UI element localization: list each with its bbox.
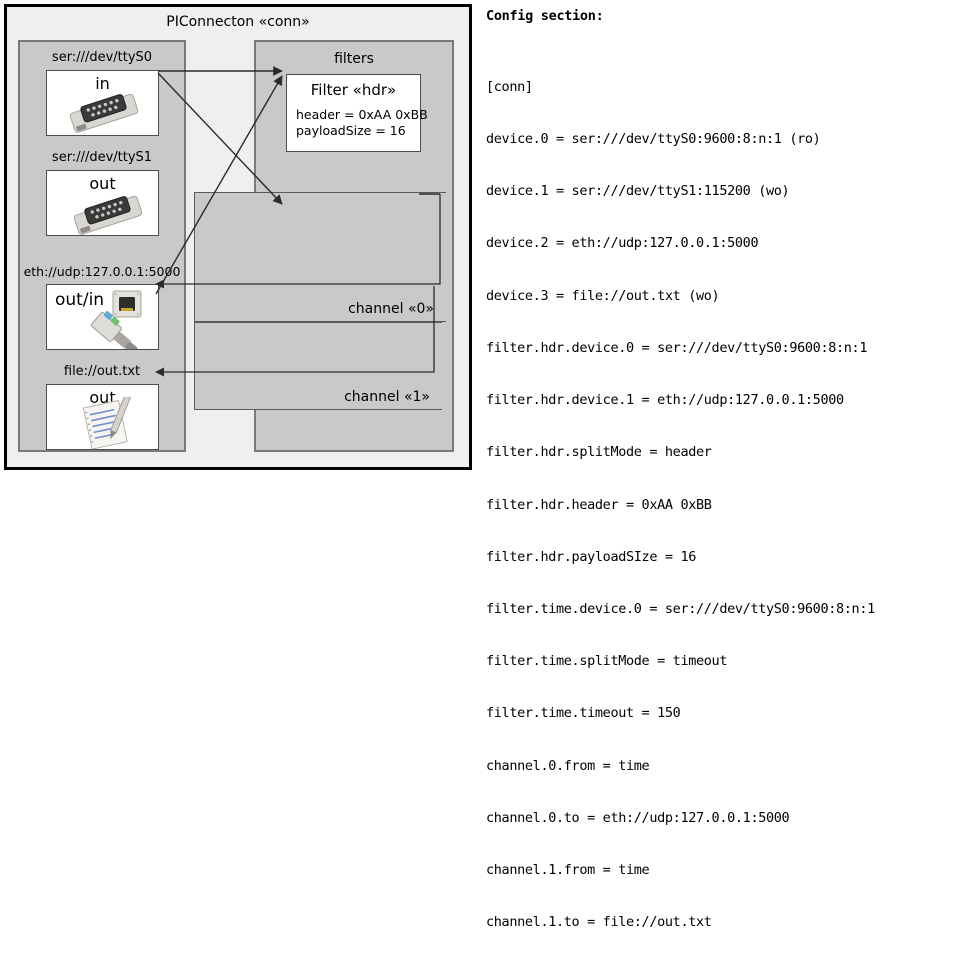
filter-prop: header = 0xAA 0xBB: [296, 107, 428, 123]
channel-label-1: channel «1»: [344, 389, 430, 405]
config-line: filter.time.timeout = 150: [486, 705, 875, 722]
filters-panel: filters Filter «hdr» header = 0xAA 0xBB …: [254, 40, 454, 452]
channel-box-0[interactable]: channel «0»: [194, 192, 446, 322]
config-line: channel.1.to = file://out.txt: [486, 914, 875, 931]
config-line: device.1 = ser:///dev/ttyS1:115200 (wo): [486, 183, 875, 200]
ethernet-plug-icon: [65, 287, 155, 349]
connection-diagram: PIConnecton «conn» ser:///dev/ttyS0 in: [4, 4, 472, 470]
config-line: filter.hdr.device.1 = eth://udp:127.0.0.…: [486, 392, 875, 409]
config-line: channel.0.to = eth://udp:127.0.0.1:5000: [486, 810, 875, 827]
channel-label-0: channel «0»: [348, 301, 434, 317]
device-io-ttyS1: out: [47, 174, 158, 193]
config-line: device.0 = ser:///dev/ttyS0:9600:8:n:1 (…: [486, 131, 875, 148]
config-heading: Config section:: [486, 8, 603, 24]
config-text-block: [conn] device.0 = ser:///dev/ttyS0:9600:…: [486, 44, 875, 967]
text-file-icon: [69, 397, 149, 449]
config-line: filter.hdr.payloadSIze = 16: [486, 549, 875, 566]
config-line: filter.hdr.header = 0xAA 0xBB: [486, 497, 875, 514]
device-label-ttyS1: ser:///dev/ttyS1: [20, 150, 184, 165]
config-line: filter.hdr.device.0 = ser:///dev/ttyS0:9…: [486, 340, 875, 357]
config-line: device.3 = file://out.txt (wo): [486, 288, 875, 305]
config-line: filter.hdr.splitMode = header: [486, 444, 875, 461]
screenshot-root: PIConnecton «conn» ser:///dev/ttyS0 in: [0, 0, 964, 484]
config-line: channel.1.from = time: [486, 862, 875, 879]
config-line: device.2 = eth://udp:127.0.0.1:5000: [486, 235, 875, 252]
config-line: filter.time.device.0 = ser:///dev/ttyS0:…: [486, 601, 875, 618]
devices-panel: ser:///dev/ttyS0 in: [18, 40, 186, 452]
serial-port-icon: [63, 91, 147, 135]
filters-panel-title: filters: [256, 51, 452, 67]
config-line: channel.0.from = time: [486, 758, 875, 775]
filter-prop: payloadSize = 16: [296, 123, 428, 139]
config-line: filter.time.splitMode = timeout: [486, 653, 875, 670]
device-box-file[interactable]: out: [46, 384, 159, 450]
device-box-ttyS1[interactable]: out: [46, 170, 159, 236]
page-title: PIConnecton «conn»: [4, 14, 472, 30]
device-label-file: file://out.txt: [20, 364, 184, 379]
device-label-eth: eth://udp:127.0.0.1:5000: [20, 264, 184, 279]
device-box-eth[interactable]: out/in: [46, 284, 159, 350]
filter-props-hdr: header = 0xAA 0xBB payloadSize = 16: [296, 107, 428, 139]
config-section: Config section: [conn] device.0 = ser://…: [482, 0, 964, 484]
device-box-ttyS0[interactable]: in: [46, 70, 159, 136]
filter-box-hdr[interactable]: Filter «hdr» header = 0xAA 0xBB payloadS…: [286, 74, 421, 152]
device-label-ttyS0: ser:///dev/ttyS0: [20, 50, 184, 65]
filter-title-hdr: Filter «hdr»: [287, 81, 420, 99]
config-line: [conn]: [486, 79, 875, 96]
serial-port-icon: [67, 193, 151, 237]
channel-box-1[interactable]: channel «1»: [194, 322, 442, 410]
